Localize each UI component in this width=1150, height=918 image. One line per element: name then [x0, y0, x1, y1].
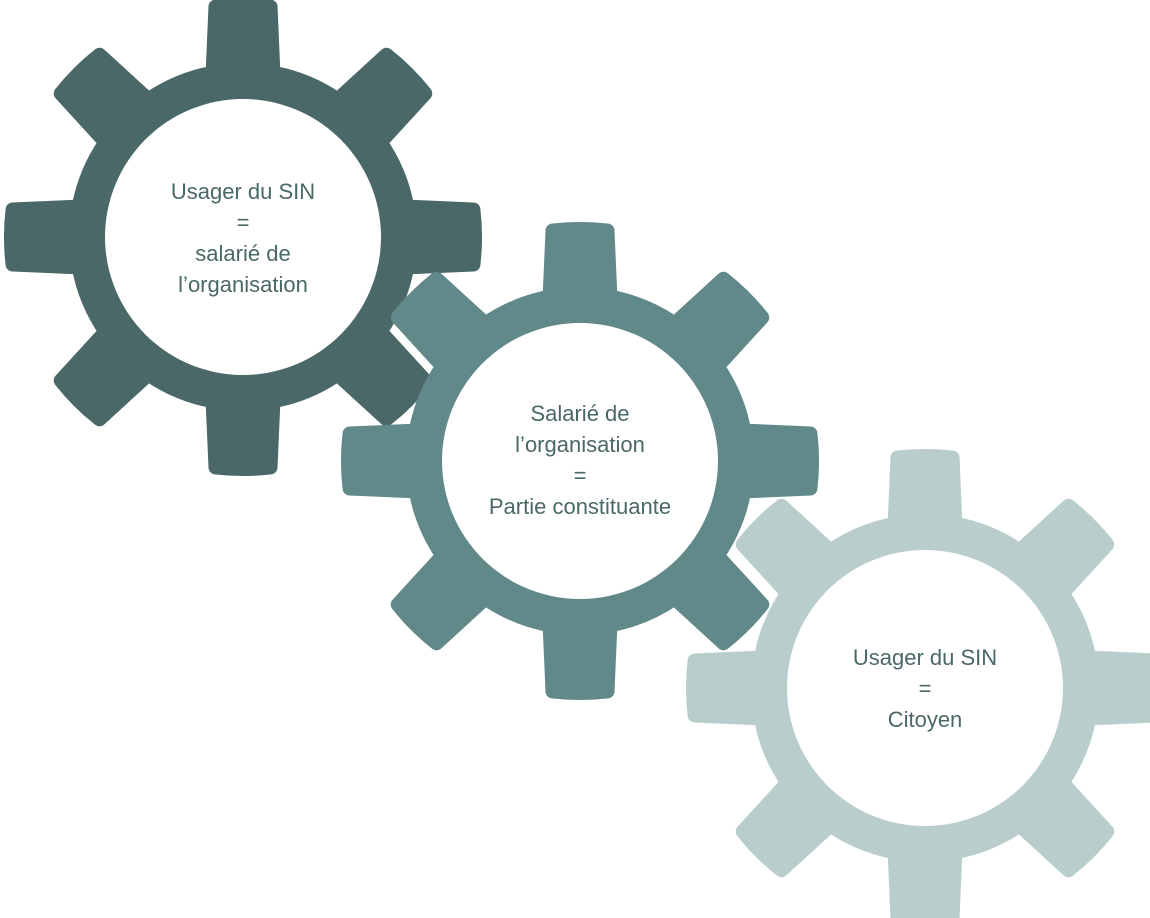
gear-2-center	[442, 323, 718, 599]
gear-2-line-2: l’organisation	[515, 432, 645, 457]
gear-2-line-4: Partie constituante	[488, 494, 672, 519]
gear-2-line-1: Salarié de	[530, 401, 630, 426]
gear-3	[686, 449, 1150, 918]
gear-3-label: Usager du SIN = Citoyen	[800, 608, 1050, 768]
gear-1-center	[105, 99, 381, 375]
gear-1-line-1: Usager du SIN	[170, 179, 316, 204]
gear-3-center	[787, 550, 1063, 826]
gear-3-line-3: Citoyen	[887, 706, 963, 732]
gear-1-line-2: =	[236, 210, 250, 235]
gear-3-line-1: Usager du SIN	[852, 644, 998, 670]
gear-2	[341, 222, 819, 700]
gear-1-line-4: l’organisation	[178, 272, 308, 297]
gear-1	[4, 0, 482, 476]
gear-1-line-3: salarié de	[195, 241, 291, 266]
gear-2-label: Salarié de l’organisation = Partie const…	[455, 380, 705, 540]
gear-2-line-3: =	[573, 463, 587, 488]
gear-1-label: Usager du SIN = salarié de l’organisatio…	[118, 158, 368, 318]
gear-3-line-2: =	[918, 675, 932, 701]
